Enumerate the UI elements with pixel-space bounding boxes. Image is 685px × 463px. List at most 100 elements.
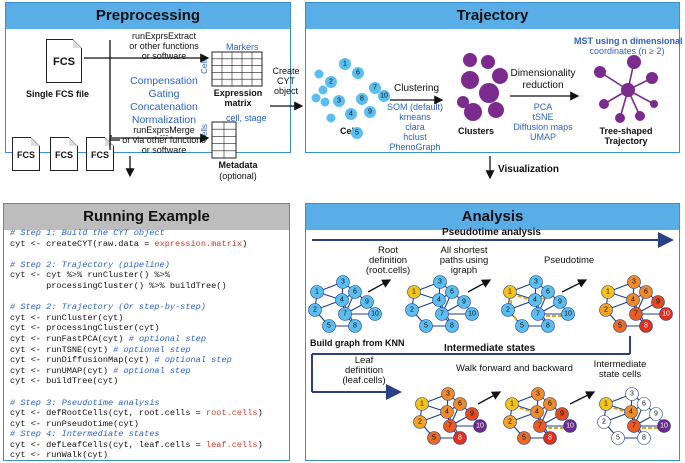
cell-node bbox=[339, 58, 351, 70]
leaf-graph-node bbox=[440, 405, 454, 419]
paths-graph-node bbox=[528, 293, 542, 307]
walk-graph-node bbox=[503, 415, 517, 429]
tree-node bbox=[627, 55, 641, 69]
leaf-graph-node bbox=[427, 431, 441, 445]
paths-arrow bbox=[467, 279, 492, 293]
knn-graph-node bbox=[335, 293, 349, 307]
bottom-function-label: runExprsMerge or via other functions or … bbox=[122, 125, 206, 155]
root-graph-label: 8 bbox=[450, 323, 454, 330]
intermediate-arrow bbox=[569, 391, 596, 405]
tree-node bbox=[650, 100, 658, 108]
pseudotime-graph-label: 6 bbox=[644, 289, 648, 296]
leaf-graph-node bbox=[453, 397, 467, 411]
code-line: cyt <- processingCluster(cyt) bbox=[10, 323, 160, 334]
pseudotime-graph-node bbox=[639, 319, 653, 333]
paths-graph-label: 1 bbox=[508, 289, 512, 296]
code-line: cyt <- buildTree(cyt) bbox=[10, 376, 119, 387]
code-line: cyt <- runDiffusionMap(cyt) # optional s… bbox=[10, 355, 232, 366]
leaf-graph-label: 4 bbox=[445, 409, 449, 416]
leaf-graph-node bbox=[415, 397, 429, 411]
root-graph-node bbox=[432, 293, 446, 307]
root-graph-label: 1 bbox=[412, 289, 416, 296]
walk-arrow bbox=[477, 391, 502, 405]
preprocessing-title: Preprocessing bbox=[6, 3, 290, 29]
pseudotime-graph-label: 9 bbox=[656, 299, 660, 306]
tree-node bbox=[646, 72, 658, 84]
knn-graph-label: 10 bbox=[371, 311, 379, 318]
knn-graph-label: 5 bbox=[327, 323, 331, 330]
root-graph-node bbox=[445, 319, 459, 333]
cell-dot bbox=[320, 97, 330, 107]
leaf-graph-node bbox=[413, 415, 427, 429]
paths-graph-node bbox=[515, 319, 529, 333]
intermediate-header: Intermediate states bbox=[444, 343, 536, 354]
knn-graph-label: 8 bbox=[353, 323, 357, 330]
root-graph-node bbox=[445, 285, 459, 299]
leaf-graph-label: 8 bbox=[458, 435, 462, 442]
pseudotime-graph-node bbox=[629, 307, 643, 321]
knn-graph-label: 4 bbox=[340, 297, 344, 304]
intermediate-graph-node bbox=[625, 387, 639, 401]
tree-node bbox=[621, 83, 635, 97]
code-line: # Step 2: Trajectory (Or step-by-step) bbox=[10, 302, 206, 313]
analysis-title: Analysis bbox=[306, 204, 679, 230]
knn-graph-node bbox=[322, 319, 336, 333]
cluster-node bbox=[492, 68, 508, 84]
cell-node bbox=[345, 108, 357, 120]
intermediate-graph-node bbox=[597, 415, 611, 429]
cluster-node bbox=[464, 103, 482, 121]
cell-number: 5 bbox=[355, 130, 359, 137]
root-graph-label: 10 bbox=[468, 311, 476, 318]
code-line: cyt <- defRootCells(cyt, root.cells = ro… bbox=[10, 408, 263, 419]
knn-graph-node bbox=[308, 303, 322, 317]
paths-graph-label: 4 bbox=[533, 297, 537, 304]
expression-matrix-label: Expression matrix bbox=[213, 88, 263, 108]
cluster-node bbox=[481, 55, 495, 69]
knn-graph-label: 7 bbox=[343, 311, 347, 318]
walk-graph-node bbox=[531, 387, 545, 401]
cell-node bbox=[351, 127, 363, 139]
mst-note: MST using n dimensional coordinates (n ≥… bbox=[574, 36, 683, 56]
tree-node bbox=[594, 66, 606, 78]
paths-graph-node bbox=[561, 307, 575, 321]
leaf-graph-node bbox=[465, 407, 479, 421]
cell-number: 8 bbox=[360, 96, 364, 103]
intermediate-cells-label: Intermediate state cells bbox=[593, 359, 647, 380]
multiple-fcs-icon-2: FCS bbox=[50, 137, 78, 171]
intermediate-graph-node bbox=[624, 405, 638, 419]
clustering-methods: SOM (default) kmeans clara hclust PhenoG… bbox=[386, 102, 444, 152]
pseudotime-graph-label: 5 bbox=[618, 323, 622, 330]
walk-graph-node bbox=[505, 397, 519, 411]
walk-graph-node bbox=[563, 419, 577, 433]
knn-graph-label: 2 bbox=[313, 307, 317, 314]
preprocessing-steps: Compensation Gating Concatenation Normal… bbox=[130, 75, 198, 139]
paths-graph-label: 6 bbox=[546, 289, 550, 296]
intermediate-graph-node bbox=[627, 419, 641, 433]
cluster-node bbox=[461, 71, 479, 89]
tree-node bbox=[615, 113, 625, 123]
intermediate-graph-label: 5 bbox=[616, 435, 620, 442]
root-graph-label: 3 bbox=[438, 279, 442, 286]
leaf-graph-node bbox=[441, 387, 455, 401]
intermediate-graph-label: 9 bbox=[654, 411, 658, 418]
cell-node bbox=[364, 106, 376, 118]
intermediate-graph-label: 6 bbox=[642, 401, 646, 408]
paths-graph-node bbox=[503, 285, 517, 299]
root-graph-label: 4 bbox=[437, 297, 441, 304]
leaf-graph-label: 1 bbox=[420, 401, 424, 408]
code-line: cyt <- cyt %>% runCluster() %>% bbox=[10, 270, 170, 281]
clusters-caption: Clusters bbox=[458, 126, 495, 136]
root-graph-node bbox=[407, 285, 421, 299]
root-graph-node bbox=[433, 275, 447, 289]
intermediate-graph-label: 1 bbox=[604, 401, 608, 408]
leaf-graph-node bbox=[453, 431, 467, 445]
pseudotime-graph-label: 4 bbox=[631, 297, 635, 304]
intermediate-graph-label: 7 bbox=[632, 423, 636, 430]
root-graph-node bbox=[419, 319, 433, 333]
cell-node bbox=[325, 76, 337, 88]
visualization-label: Visualization bbox=[498, 164, 559, 175]
leaf-label: Leaf definition (leaf.cells) bbox=[342, 355, 386, 386]
root-graph-node bbox=[457, 295, 471, 309]
tree-node bbox=[599, 99, 609, 109]
